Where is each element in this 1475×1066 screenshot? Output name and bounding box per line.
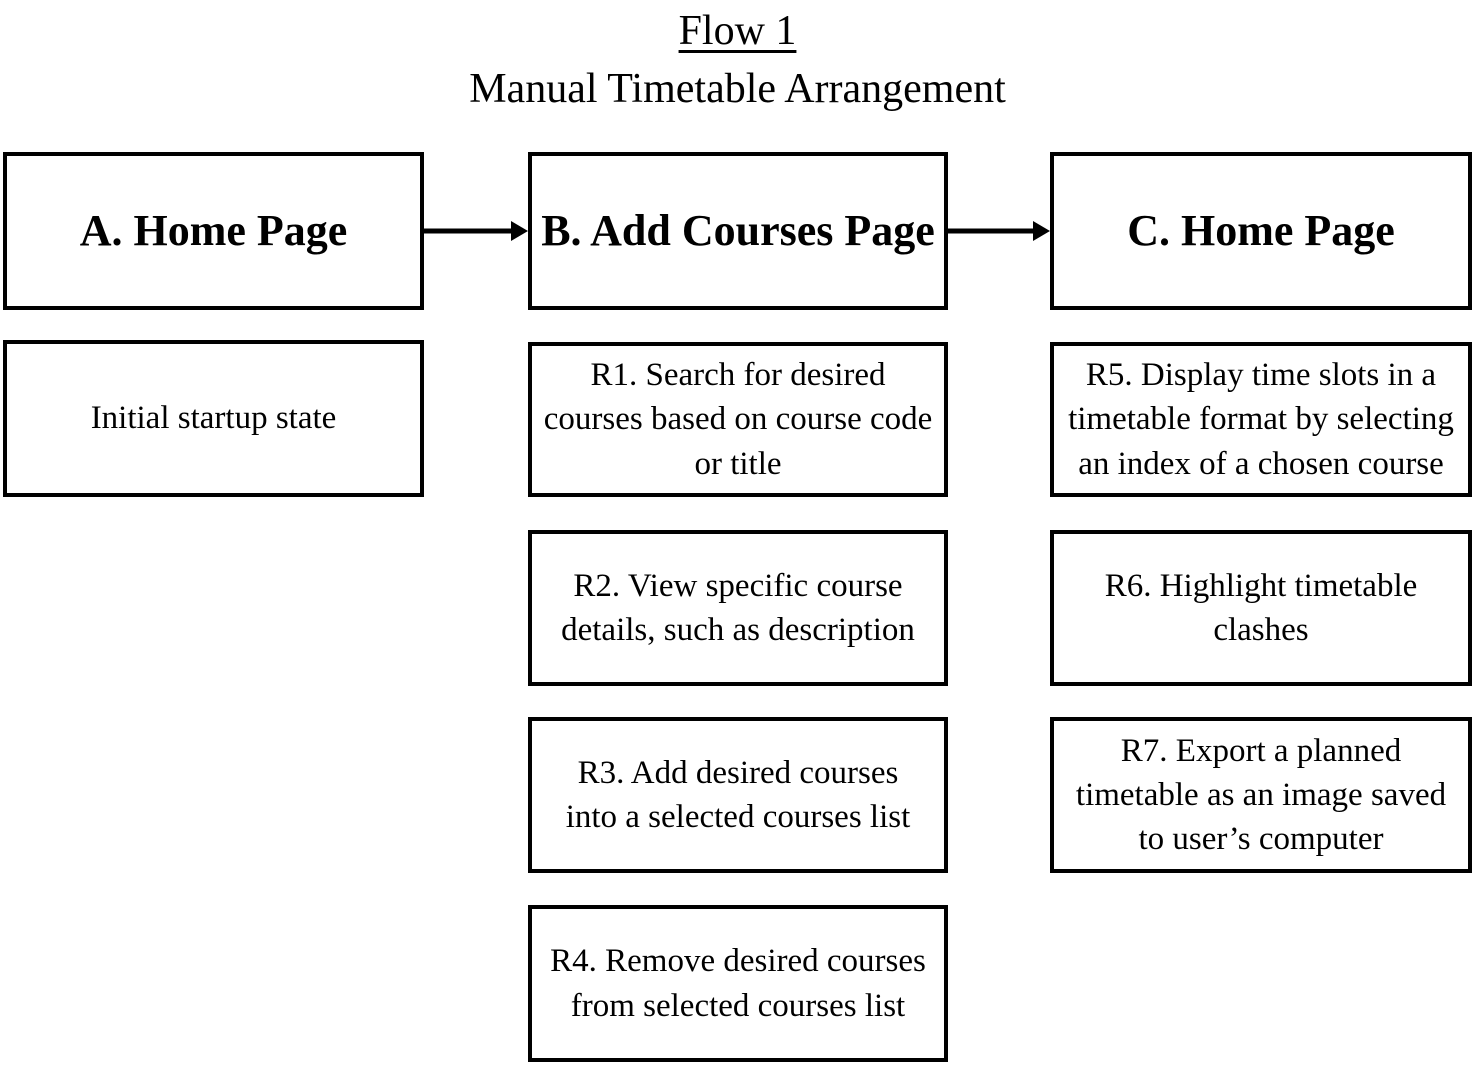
node-initial-startup-state: Initial startup state xyxy=(3,340,424,497)
diagram-title: Flow 1 xyxy=(678,8,797,54)
node-b-add-courses-page: B. Add Courses Page xyxy=(528,152,948,310)
node-c-home-page: C. Home Page xyxy=(1050,152,1472,310)
diagram-subtitle: Manual Timetable Arrangement xyxy=(469,66,1006,112)
arrow-a-to-b xyxy=(424,221,528,241)
node-a-home-page: A. Home Page xyxy=(3,152,424,310)
node-b-add-courses-page-label: B. Add Courses Page xyxy=(541,205,935,255)
arrow-b-to-c xyxy=(948,221,1050,241)
node-a-home-page-label: A. Home Page xyxy=(79,205,348,255)
node-c-home-page-label: C. Home Page xyxy=(1127,205,1395,255)
node-initial-startup-state-label: Initial startup state xyxy=(90,400,337,437)
